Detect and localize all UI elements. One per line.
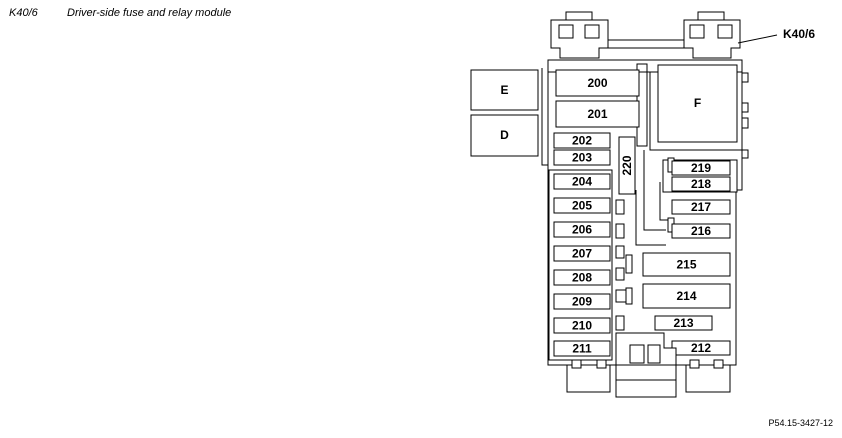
fuse-200-label: 200 bbox=[587, 76, 607, 90]
fuse-213 bbox=[654, 315, 713, 331]
fuse-216-label: 216 bbox=[691, 224, 711, 238]
figure-reference: P54.15-3427-12 bbox=[768, 418, 833, 428]
fuse-217-label: 217 bbox=[691, 200, 711, 214]
relay-f bbox=[657, 64, 738, 143]
fuse-212-label: 212 bbox=[691, 341, 711, 355]
fuse-204 bbox=[553, 173, 611, 190]
fuse-209 bbox=[553, 293, 611, 310]
module-d-label: D bbox=[500, 128, 509, 142]
fuse-215-label: 215 bbox=[676, 258, 696, 272]
fuse-214-label: 214 bbox=[676, 289, 696, 303]
fuse-220 bbox=[618, 136, 636, 195]
top-connectors bbox=[550, 11, 741, 59]
fuse-205-label: 205 bbox=[572, 199, 592, 213]
fuse-203 bbox=[553, 149, 611, 166]
callout-leader-line bbox=[737, 34, 778, 44]
fuse-219 bbox=[671, 160, 731, 176]
fuse-218 bbox=[671, 176, 731, 192]
relay-f-label: F bbox=[694, 96, 701, 110]
fuse-208-label: 208 bbox=[572, 271, 592, 285]
fuse-217 bbox=[671, 199, 731, 215]
fuse-201 bbox=[555, 100, 640, 128]
fuse-206-label: 206 bbox=[572, 223, 592, 237]
bottom-connectors bbox=[566, 332, 731, 398]
fuse-206 bbox=[553, 221, 611, 238]
callout-label: K40/6 bbox=[783, 27, 815, 41]
fuse-201-label: 201 bbox=[587, 107, 607, 121]
fuse-216 bbox=[671, 223, 731, 239]
fuse-210 bbox=[553, 317, 611, 334]
fuse-210-label: 210 bbox=[572, 319, 592, 333]
component-code: K40/6 bbox=[9, 7, 38, 19]
fuse-205 bbox=[553, 197, 611, 214]
terminal-tabs bbox=[615, 157, 675, 355]
module-e bbox=[470, 69, 539, 111]
fuse-213-label: 213 bbox=[673, 316, 693, 330]
fuse-202-label: 202 bbox=[572, 134, 592, 148]
fuse-214 bbox=[642, 283, 731, 309]
fuse-209-label: 209 bbox=[572, 295, 592, 309]
fuse-211-label: 211 bbox=[572, 342, 592, 356]
fuse-218-label: 218 bbox=[691, 177, 711, 191]
fuse-220-label: 220 bbox=[620, 155, 634, 175]
fuse-215 bbox=[642, 252, 731, 277]
fuse-207 bbox=[553, 245, 611, 262]
module-e-label: E bbox=[500, 83, 508, 97]
fuse-207-label: 207 bbox=[572, 247, 592, 261]
fuse-200 bbox=[555, 69, 640, 97]
fuse-219-label: 219 bbox=[691, 161, 711, 175]
module-d bbox=[470, 114, 539, 157]
fuse-211 bbox=[553, 340, 611, 357]
diagram-title: Driver-side fuse and relay module bbox=[67, 7, 232, 19]
fuse-204-label: 204 bbox=[572, 175, 592, 189]
fuse-202 bbox=[553, 132, 611, 149]
fuse-208 bbox=[553, 269, 611, 286]
fuse-203-label: 203 bbox=[572, 151, 592, 165]
